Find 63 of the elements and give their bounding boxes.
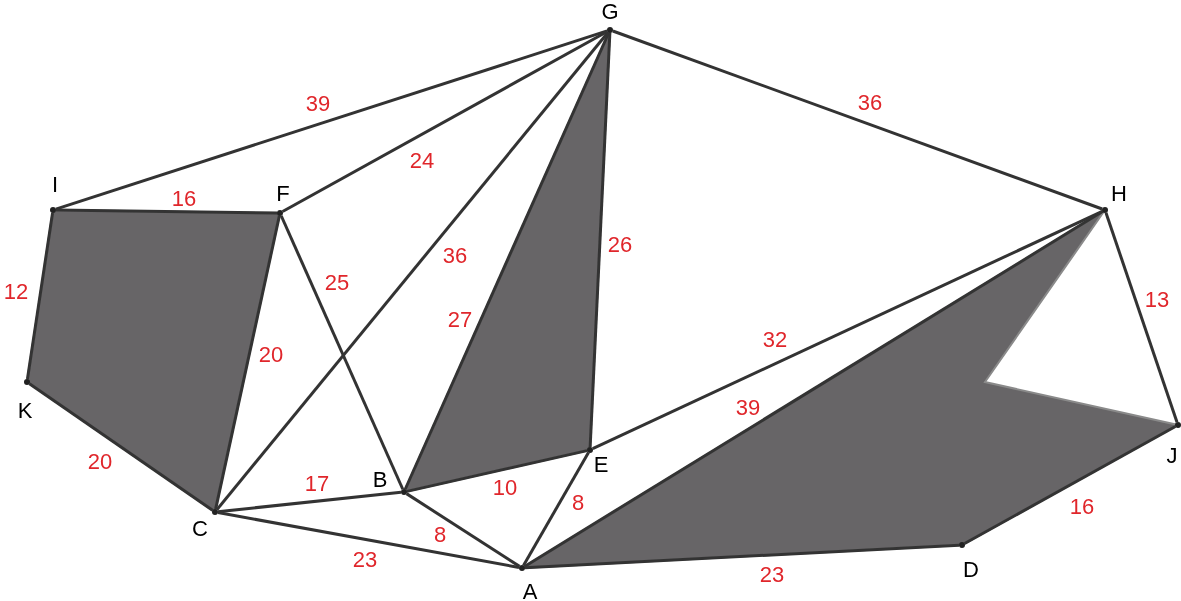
- edge-weight: 10: [492, 477, 518, 499]
- vertex-point: [277, 210, 283, 216]
- vertex-label: C: [192, 518, 208, 540]
- edge-weight: 12: [3, 281, 29, 303]
- vertex-point: [401, 489, 407, 495]
- graph-edge: [1104, 212, 1179, 423]
- vertex-label: E: [593, 454, 609, 476]
- edge-weight: 16: [1069, 496, 1095, 518]
- graph-edge: [963, 425, 1177, 545]
- edge-weight: 39: [305, 93, 331, 115]
- graph-edge: [588, 32, 612, 448]
- edge-weight: 36: [857, 92, 883, 114]
- edge-weight: 23: [759, 564, 785, 586]
- vertex-point: [1102, 207, 1108, 213]
- graph-edge: [406, 449, 588, 493]
- graph-edge: [55, 29, 608, 211]
- vertex-point: [607, 27, 613, 33]
- edge-weight: 36: [442, 245, 468, 267]
- graph-edge: [217, 490, 402, 514]
- graph-edge: [592, 209, 1103, 451]
- vertex-point: [959, 542, 965, 548]
- vertex-label: K: [17, 400, 33, 422]
- edge-weight: 27: [447, 309, 473, 331]
- vertex-point: [1175, 422, 1181, 428]
- vertex-label: A: [522, 581, 538, 601]
- graph-edge: [25, 212, 55, 380]
- edge-weight: 16: [171, 188, 197, 210]
- graph-edge: [217, 511, 520, 569]
- edge-weight: 8: [571, 492, 585, 514]
- edge-weight: 20: [87, 451, 113, 473]
- vertex-label: G: [601, 1, 619, 23]
- graph-edge: [524, 543, 960, 570]
- edge-weight: 32: [762, 329, 788, 351]
- graph-edge: [28, 382, 214, 512]
- vertex-label: B: [372, 469, 388, 491]
- graph-edge: [281, 30, 609, 213]
- vertex-label: H: [1111, 183, 1127, 205]
- graph-edge: [279, 215, 405, 490]
- vertex-label: J: [1166, 445, 1178, 467]
- vertex-point: [587, 447, 593, 453]
- edge-weight: 24: [409, 150, 435, 172]
- graph-edge: [522, 451, 590, 567]
- graph-edge: [55, 208, 278, 215]
- graph-edge: [215, 31, 610, 511]
- vertex-label: D: [963, 559, 979, 581]
- edge-weight: 25: [324, 272, 350, 294]
- graph-edge: [214, 215, 281, 510]
- vertex-point: [24, 379, 30, 385]
- graph-edge: [612, 29, 1103, 211]
- vertex-point: [50, 207, 56, 213]
- edge-weight: 17: [304, 473, 330, 495]
- vertex-point: [212, 509, 218, 515]
- edge-weight: 39: [735, 397, 761, 419]
- edge-weight: 8: [433, 524, 447, 546]
- edge-weight: 13: [1144, 289, 1170, 311]
- edge-weight: 23: [352, 549, 378, 571]
- graph-edge: [405, 492, 521, 568]
- graph-edge: [523, 210, 1104, 568]
- vertex-label: F: [276, 183, 290, 205]
- vertex-point: [519, 565, 525, 571]
- edge-weight: 20: [258, 344, 284, 366]
- edge-weight: 26: [607, 234, 633, 256]
- vertex-label: I: [51, 174, 59, 196]
